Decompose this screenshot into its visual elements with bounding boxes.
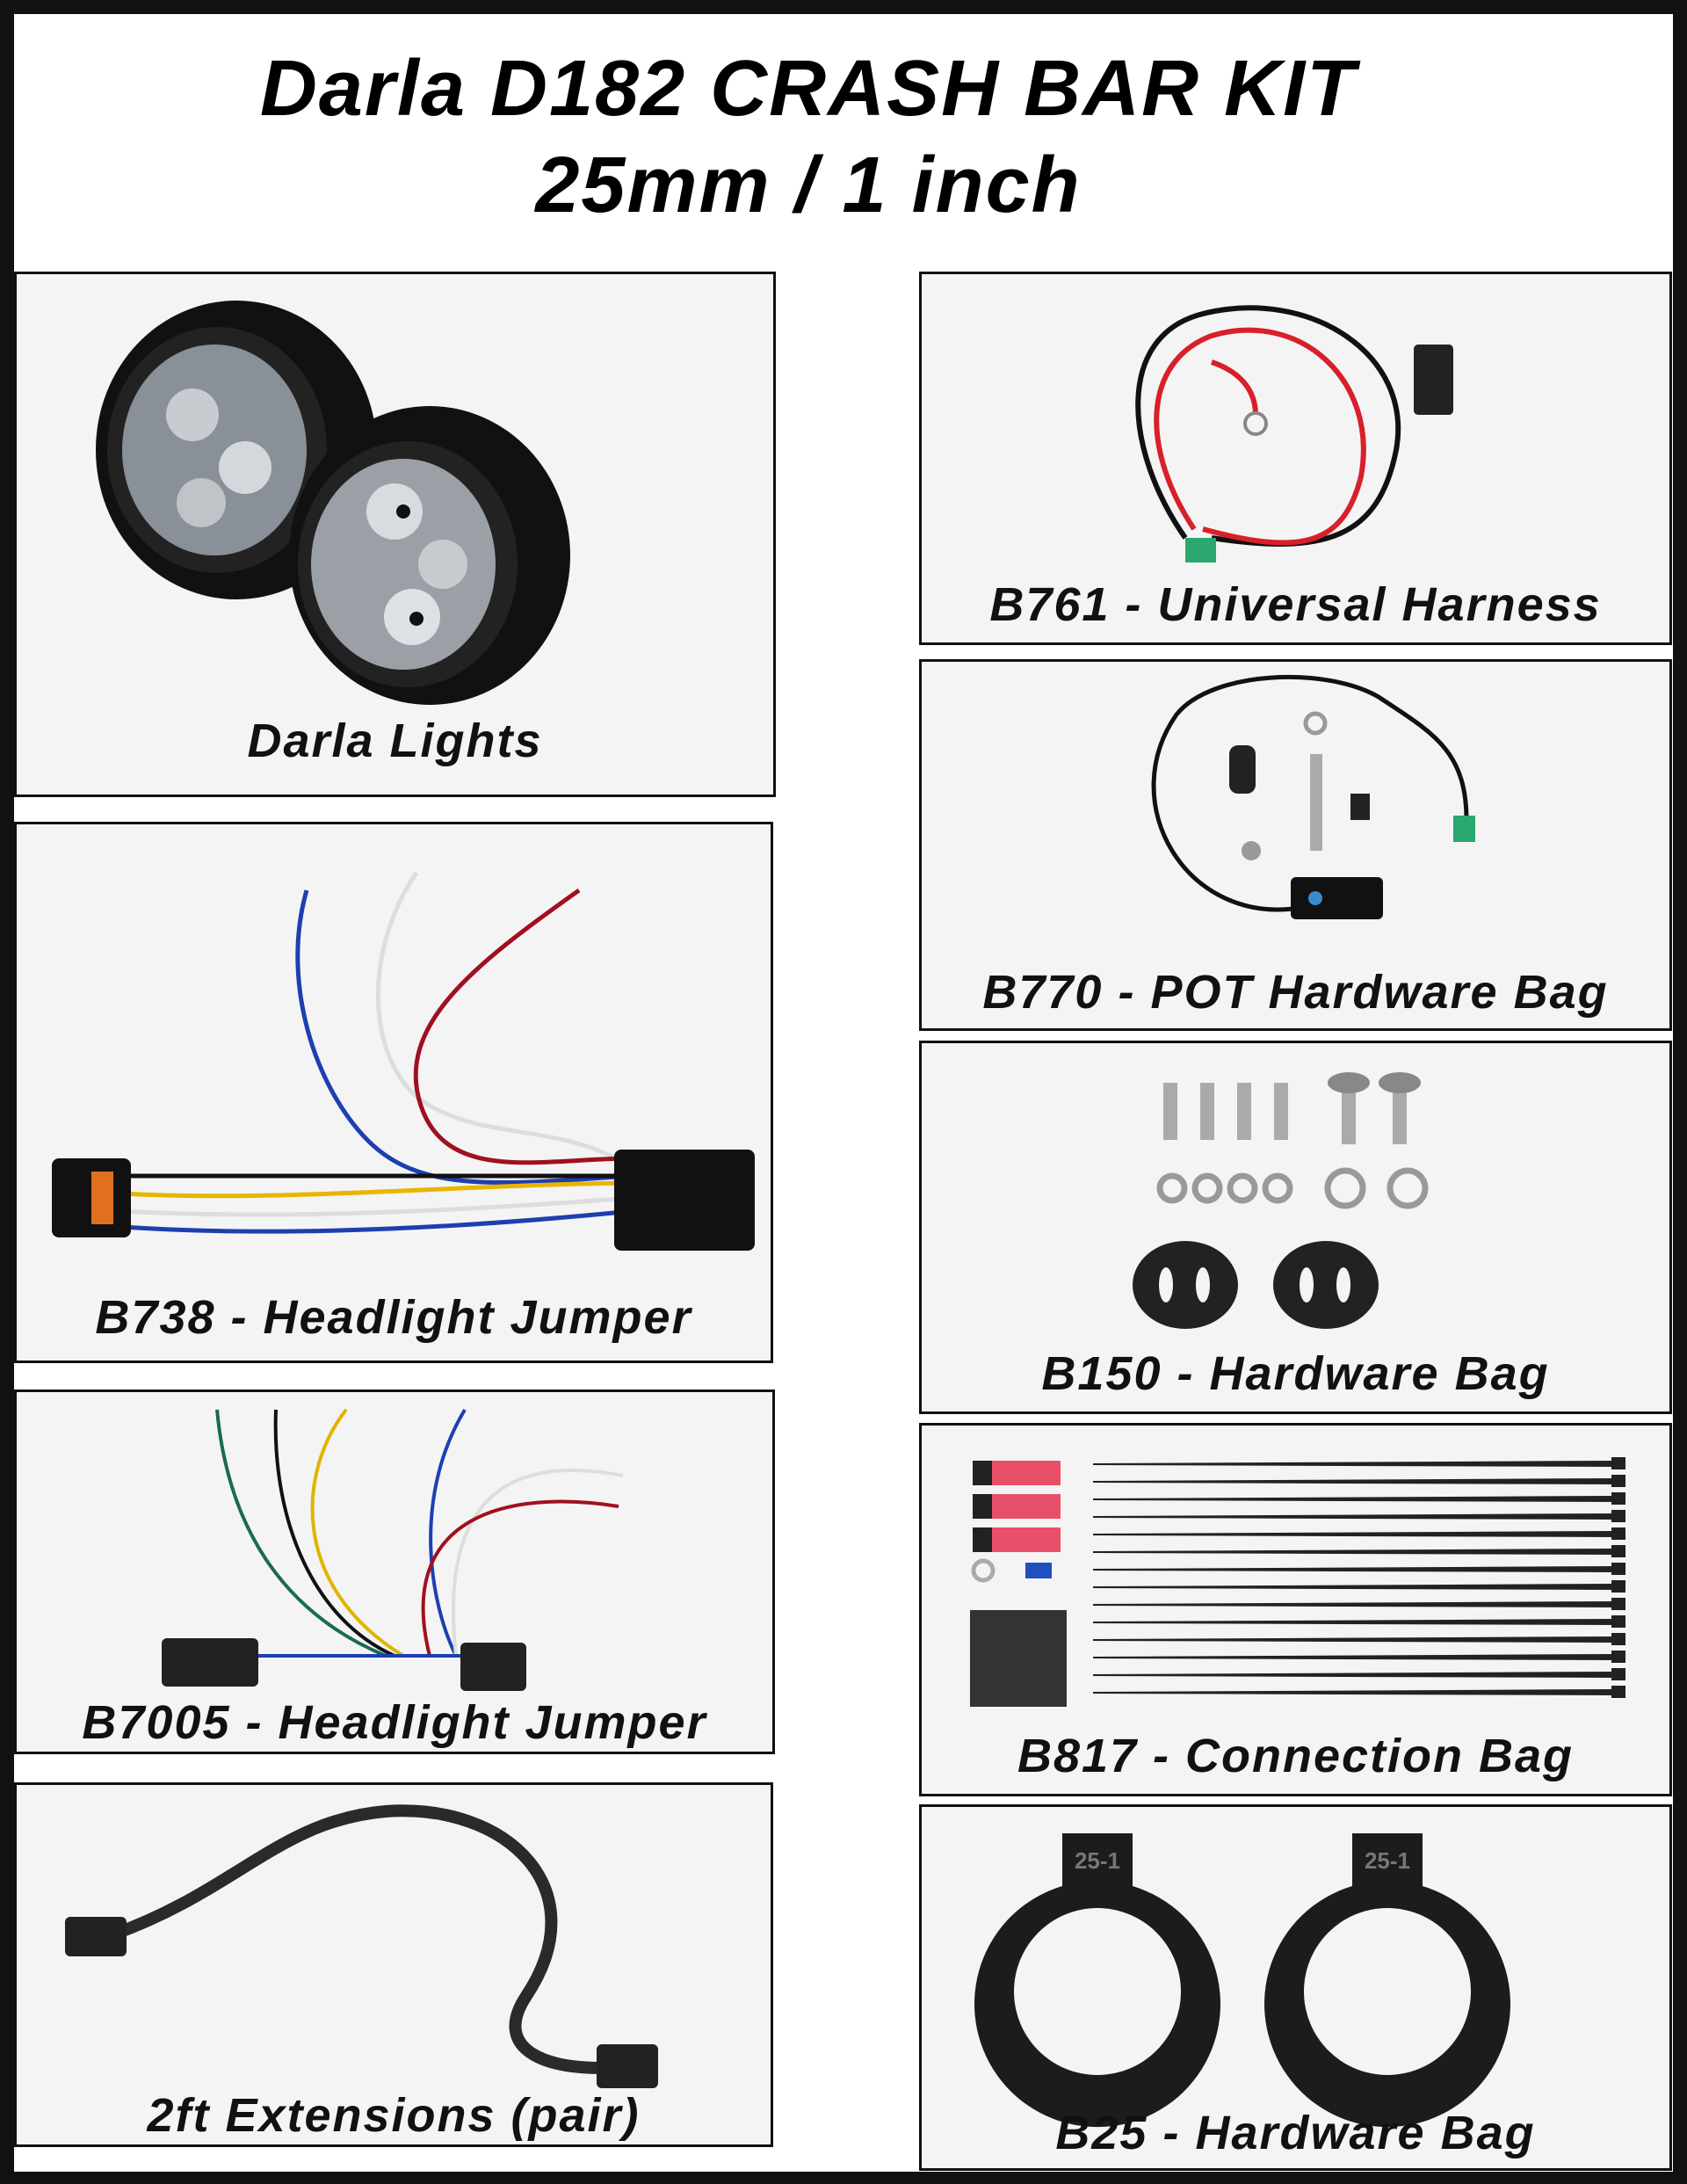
cable-tie bbox=[1093, 1654, 1616, 1660]
cable-tie-head bbox=[1611, 1686, 1625, 1698]
panel-b25: 25-1 25-1 B25 - Hardware Bag bbox=[919, 1804, 1672, 2171]
cable-tie-head bbox=[1611, 1615, 1625, 1628]
panel-b7005: B7005 - Headlight Jumper bbox=[14, 1389, 775, 1754]
cable-tie-head bbox=[1611, 1668, 1625, 1680]
cable-tie-head bbox=[1611, 1633, 1625, 1645]
cable-tie bbox=[1093, 1584, 1616, 1590]
cable-tie bbox=[1093, 1531, 1616, 1537]
cable-tie-head bbox=[1611, 1651, 1625, 1663]
cable-tie bbox=[1093, 1636, 1616, 1643]
cable-tie-head bbox=[1611, 1545, 1625, 1557]
cable-tie bbox=[1093, 1566, 1616, 1572]
cable-tie-head bbox=[1611, 1580, 1625, 1593]
panel-b150: B150 - Hardware Bag bbox=[919, 1041, 1672, 1414]
caption-extensions: 2ft Extensions (pair) bbox=[147, 2089, 641, 2142]
panel-darla-lights: Darla Lights bbox=[14, 272, 776, 797]
cable-tie bbox=[1093, 1461, 1616, 1467]
darla-lights-image bbox=[96, 301, 570, 705]
clamp-marking-left: 25-1 bbox=[1075, 1847, 1120, 1874]
kit-title: Darla D182 CRASH BAR KIT bbox=[259, 45, 1358, 133]
cable-tie-head bbox=[1611, 1492, 1625, 1505]
caption-b761: B761 - Universal Harness bbox=[989, 578, 1602, 631]
panel-b817: B817 - Connection Bag bbox=[919, 1423, 1672, 1796]
extension-cable-image bbox=[65, 1804, 658, 2088]
cable-tie bbox=[1093, 1619, 1616, 1625]
cable-tie-head bbox=[1611, 1457, 1625, 1469]
cable-tie-head bbox=[1611, 1475, 1625, 1487]
caption-b25: B25 - Hardware Bag bbox=[1055, 2107, 1536, 2159]
cable-tie bbox=[1093, 1672, 1616, 1678]
cable-tie-head bbox=[1611, 1563, 1625, 1575]
panel-b761: B761 - Universal Harness bbox=[919, 272, 1672, 645]
cable-tie bbox=[1093, 1549, 1616, 1555]
cable-tie-head bbox=[1611, 1527, 1625, 1540]
b817-connection-image bbox=[970, 1457, 1625, 1707]
caption-darla-lights: Darla Lights bbox=[247, 715, 543, 767]
clamp-marking-right: 25-1 bbox=[1365, 1847, 1410, 1874]
b150-hardware-image bbox=[1133, 1072, 1429, 1329]
b761-harness-image bbox=[1135, 305, 1453, 562]
b7005-jumper-image bbox=[162, 1408, 624, 1691]
b738-jumper-image bbox=[52, 871, 755, 1251]
caption-b738: B738 - Headlight Jumper bbox=[95, 1291, 692, 1344]
caption-b770: B770 - POT Hardware Bag bbox=[982, 966, 1609, 1019]
b25-clamp-image: 25-1 25-1 bbox=[974, 1833, 1510, 2128]
cable-tie bbox=[1093, 1496, 1616, 1502]
cable-tie bbox=[1093, 1601, 1616, 1607]
caption-b817: B817 - Connection Bag bbox=[1017, 1730, 1575, 1782]
panel-extensions: 2ft Extensions (pair) bbox=[14, 1782, 773, 2147]
panel-b770: B770 - POT Hardware Bag bbox=[919, 659, 1672, 1031]
cable-tie bbox=[1093, 1478, 1616, 1484]
cable-tie bbox=[1093, 1513, 1616, 1520]
cable-tie-head bbox=[1611, 1598, 1625, 1610]
caption-b7005: B7005 - Headlight Jumper bbox=[82, 1696, 707, 1749]
cable-tie bbox=[1093, 1689, 1616, 1695]
cable-tie-head bbox=[1611, 1510, 1625, 1522]
caption-b150: B150 - Hardware Bag bbox=[1041, 1347, 1550, 1400]
panel-b738: B738 - Headlight Jumper bbox=[14, 822, 773, 1363]
b770-pot-hardware-image bbox=[1151, 674, 1475, 919]
kit-subtitle: 25mm / 1 inch bbox=[535, 141, 1082, 229]
